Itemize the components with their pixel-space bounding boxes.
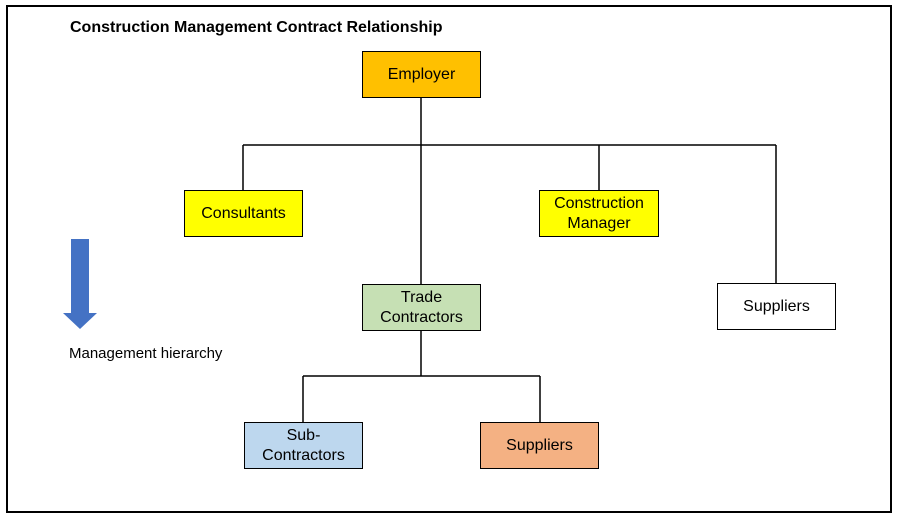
- node-sub-contractors-label: Sub- Contractors: [262, 426, 345, 464]
- node-trade-contractors-label: Trade Contractors: [380, 288, 463, 326]
- node-suppliers-right-label: Suppliers: [743, 297, 810, 315]
- node-suppliers-right: Suppliers: [717, 283, 836, 330]
- node-suppliers-bottom: Suppliers: [480, 422, 599, 469]
- node-employer: Employer: [362, 51, 481, 98]
- diagram-title: Construction Management Contract Relatio…: [70, 19, 443, 36]
- node-consultants-label: Consultants: [201, 204, 286, 222]
- node-construction-manager-label: Construction Manager: [554, 194, 644, 232]
- node-suppliers-bottom-label: Suppliers: [506, 436, 573, 454]
- node-sub-contractors: Sub- Contractors: [244, 422, 363, 469]
- node-construction-manager: Construction Manager: [539, 190, 659, 237]
- node-employer-label: Employer: [387, 65, 456, 83]
- node-consultants: Consultants: [184, 190, 303, 237]
- down-arrow-icon: [63, 239, 97, 329]
- node-trade-contractors: Trade Contractors: [362, 284, 481, 331]
- legend-label: Management hierarchy: [69, 345, 223, 362]
